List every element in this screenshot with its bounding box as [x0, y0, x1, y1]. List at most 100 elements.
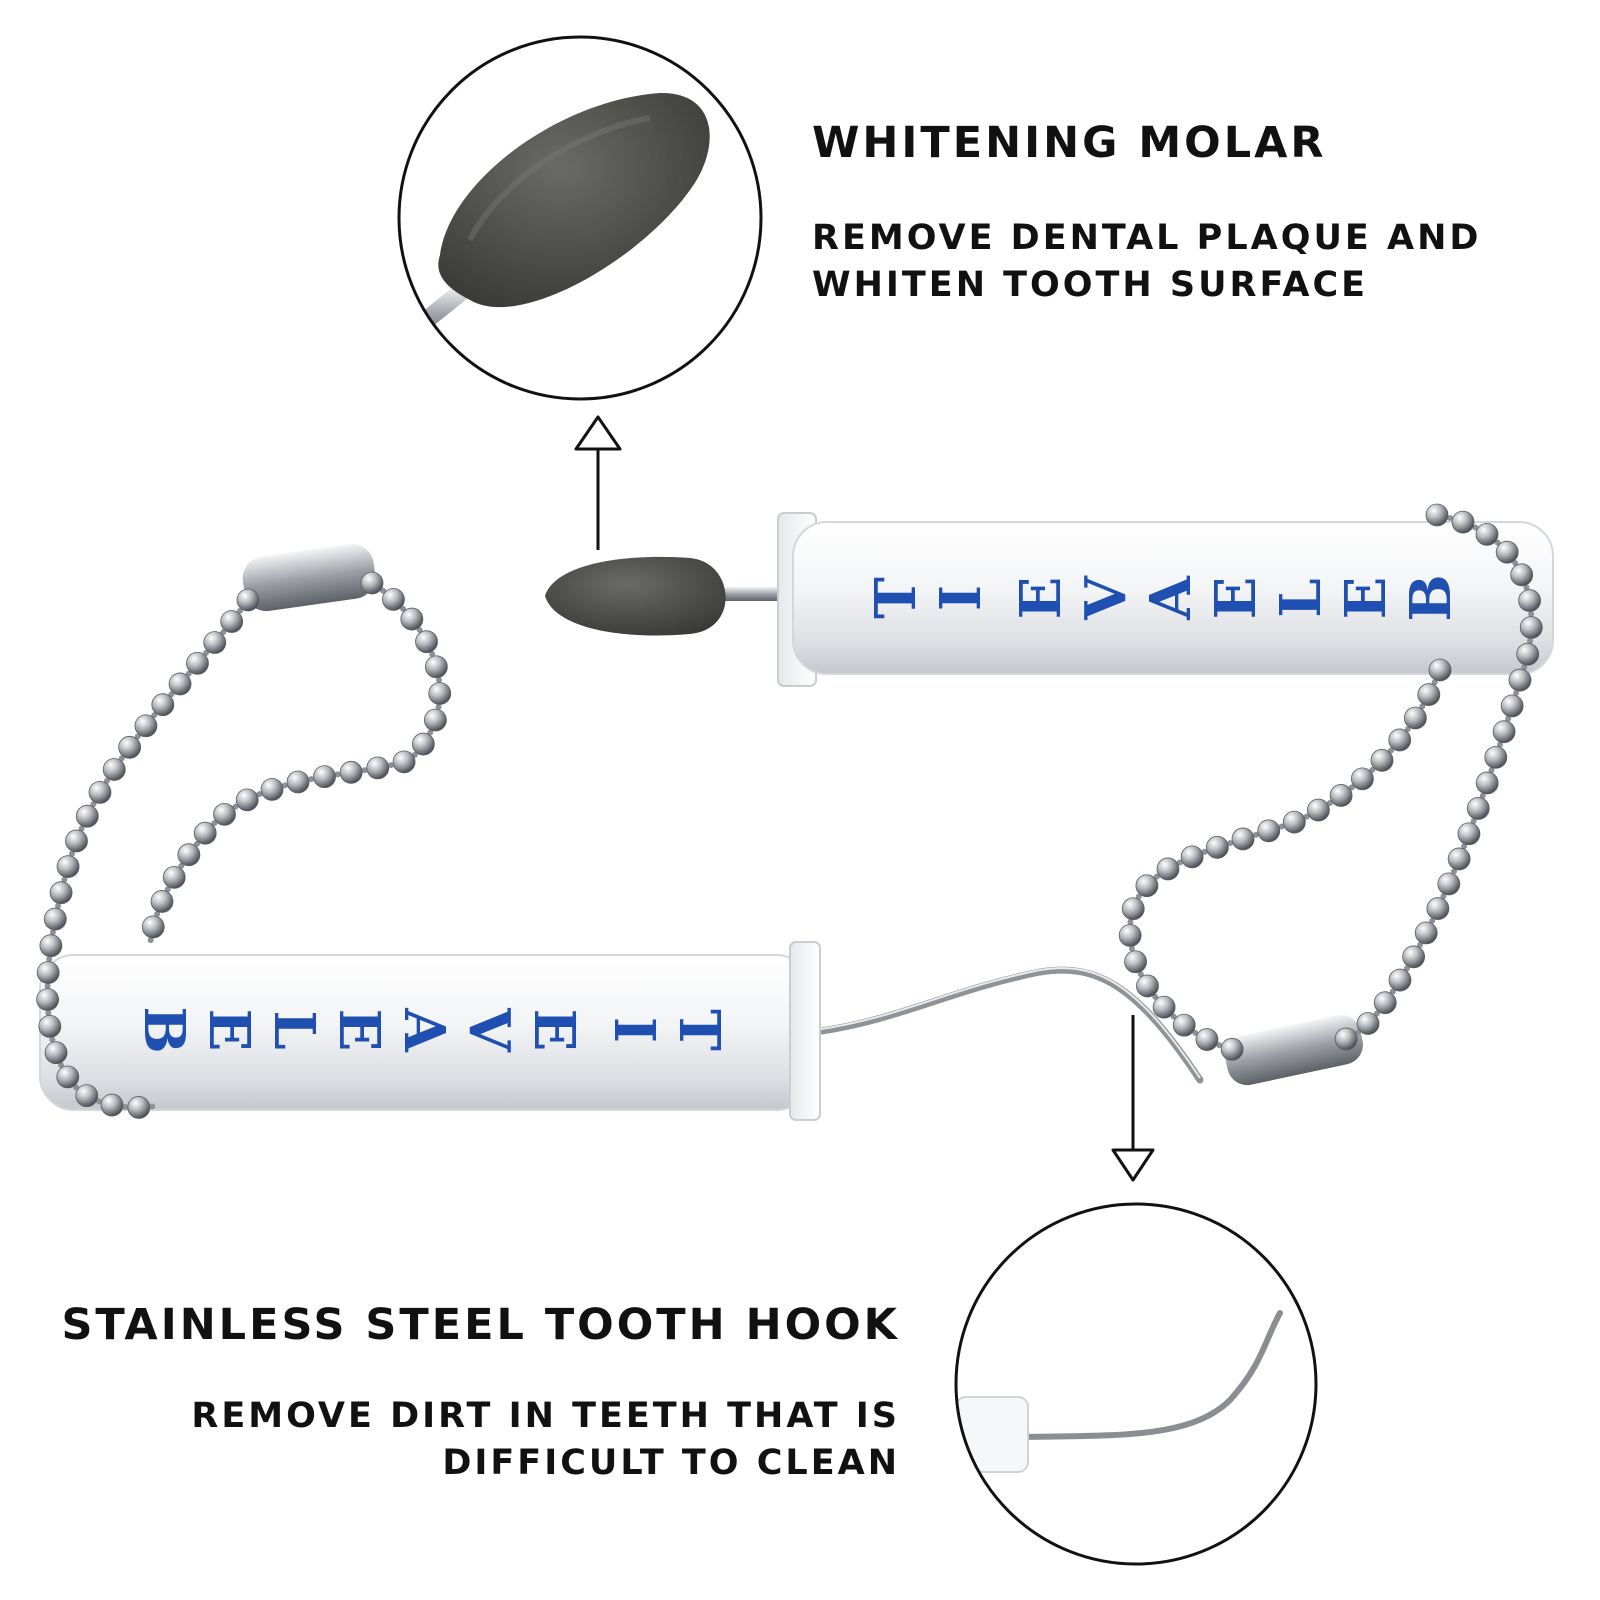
chain-bead — [75, 1084, 99, 1108]
svg-text:T: T — [863, 577, 929, 619]
chain-link — [44, 983, 51, 990]
chain-link — [1447, 514, 1454, 521]
molar-description-line: WHITEN TOOTH SURFACE — [812, 265, 1369, 305]
chain-bead — [65, 829, 88, 853]
chain-link — [1417, 941, 1424, 948]
chain-link — [78, 825, 85, 832]
svg-text:I: I — [601, 1017, 667, 1043]
chain-link — [1521, 664, 1528, 671]
ball-chains — [36, 503, 1543, 1119]
chain-bead — [1492, 720, 1516, 744]
chain-bead — [203, 631, 227, 654]
chain-bead — [1466, 797, 1490, 820]
chain-link — [1523, 584, 1530, 591]
chain-bead — [1519, 616, 1543, 639]
chain-bead — [1220, 1037, 1244, 1061]
chain-link — [334, 771, 341, 778]
hook-description-line: REMOVE DIRT IN TEETH THAT IS — [191, 1396, 900, 1436]
chain-link — [1192, 1029, 1199, 1036]
arrow-down-icon — [1111, 1015, 1155, 1182]
molar-zoom-circle — [397, 35, 763, 401]
chain-link — [1461, 843, 1468, 850]
svg-text:E: E — [1008, 577, 1074, 620]
chain-bead — [428, 682, 452, 705]
molar-description: REMOVE DENTAL PLAQUE AND WHITEN TOOTH SU… — [812, 215, 1481, 309]
chain-bead — [313, 765, 336, 789]
svg-text:A: A — [1138, 575, 1204, 621]
chain-bead — [260, 777, 284, 801]
chain-bead — [1414, 921, 1438, 945]
chain-link — [122, 1103, 129, 1110]
chain-bead — [151, 693, 175, 717]
chain-link — [1403, 965, 1410, 972]
chain-bead — [36, 988, 59, 1011]
chain-link — [1419, 703, 1426, 710]
chain-link — [361, 767, 368, 774]
svg-text:E: E — [196, 1009, 262, 1052]
svg-text:L: L — [1268, 578, 1334, 617]
chain-bead — [193, 821, 217, 845]
chain-link — [1479, 792, 1486, 799]
chain-link — [1496, 741, 1503, 748]
chain-bead — [177, 843, 201, 867]
chain-bead — [1124, 950, 1147, 974]
chain-bead — [1136, 974, 1159, 998]
svg-text:L: L — [261, 1010, 327, 1049]
chain-link — [435, 677, 442, 684]
chain-bead — [102, 758, 126, 781]
chain-bead — [1388, 968, 1412, 992]
chain-link — [164, 886, 171, 893]
chain-link — [1128, 945, 1135, 952]
chain-link — [1527, 637, 1534, 644]
chain-bead — [1282, 810, 1306, 834]
chain-link — [147, 937, 154, 944]
svg-text:B: B — [1398, 574, 1464, 621]
chain-bead — [1118, 924, 1142, 947]
chain-bead — [1152, 995, 1176, 1019]
chain-bead — [213, 802, 236, 826]
chain-bead — [162, 865, 186, 889]
chain-bead — [1451, 510, 1475, 534]
chain-bead — [1495, 540, 1519, 564]
chain-bead — [1475, 522, 1499, 546]
chain-bead — [1329, 784, 1353, 807]
hook-tool: B E L E A V E I T — [39, 941, 1204, 1121]
chain-bead — [56, 1065, 80, 1089]
chain-link — [1278, 823, 1285, 830]
stone-tool: B E L E A V E I T — [545, 512, 1554, 687]
chain-link — [49, 1036, 56, 1043]
chain-bead — [1484, 745, 1508, 769]
chain-link — [68, 850, 75, 857]
chain-bead — [186, 651, 209, 675]
chain-bead — [1447, 847, 1471, 871]
chain-link — [1252, 831, 1259, 838]
chain-bead — [1457, 822, 1481, 846]
chain-bead — [1403, 706, 1427, 730]
chain-link — [1389, 988, 1396, 995]
chain-bead — [1518, 589, 1541, 612]
chain-bead — [1373, 991, 1397, 1015]
chain-link — [55, 902, 62, 909]
chain-link — [178, 862, 185, 869]
svg-text:T: T — [666, 1009, 732, 1051]
chain-bead — [424, 655, 448, 679]
chain-bead — [141, 915, 165, 939]
chain-bead — [1195, 1028, 1219, 1051]
chain-bead — [43, 907, 67, 931]
chain-bead — [1180, 845, 1204, 869]
chain-link — [1429, 917, 1436, 924]
chain-bead — [134, 714, 158, 738]
chain-bead — [1437, 872, 1461, 896]
chain-link — [388, 762, 395, 769]
chain-bead — [1205, 835, 1229, 859]
chain-link — [1176, 859, 1183, 866]
svg-text:B: B — [131, 1006, 197, 1053]
chain-bead — [39, 934, 63, 958]
chain-bead — [1500, 694, 1524, 718]
svg-text:I: I — [928, 585, 994, 611]
chain-link — [1137, 971, 1144, 978]
chain-bead — [235, 788, 259, 812]
chain-link — [61, 876, 68, 883]
left-chain-connector — [242, 543, 376, 612]
